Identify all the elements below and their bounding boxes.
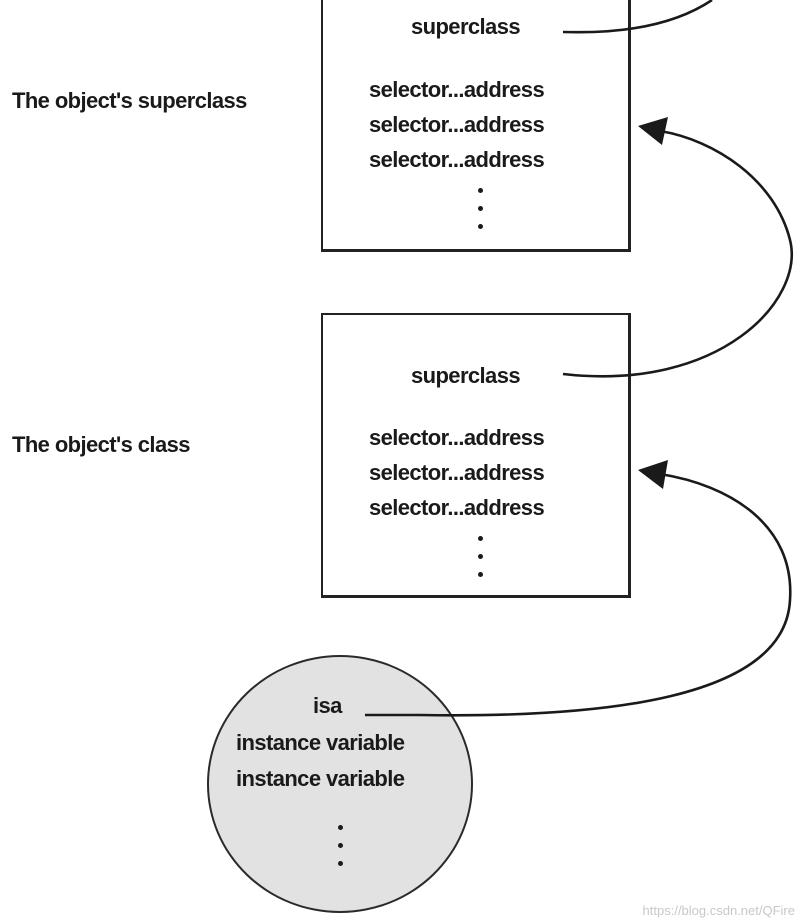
class-to-superclass-arrowhead <box>638 117 668 145</box>
isa-field: isa <box>313 693 342 718</box>
superclass-box-superclass-field: superclass <box>411 14 521 39</box>
isa-to-class-arrowhead <box>638 460 668 489</box>
superclass-box: superclass selector...address selector..… <box>321 0 631 252</box>
class-box-method-entry: selector...address <box>369 425 545 450</box>
superclass-box-method-entry: selector...address <box>369 77 545 102</box>
class-box-superclass-field: superclass <box>411 363 521 388</box>
class-box-ellipsis <box>478 536 484 590</box>
superclass-box-method-entry: selector...address <box>369 147 545 172</box>
class-box-method-entry: selector...address <box>369 460 545 485</box>
superclass-box-ellipsis <box>478 188 484 242</box>
watermark: https://blog.csdn.net/QFire <box>642 903 795 918</box>
instance-variable-field: instance variable <box>236 730 405 755</box>
instance-variable-field: instance variable <box>236 766 405 791</box>
class-box: superclass selector...address selector..… <box>321 313 631 598</box>
class-section-label: The object's class <box>12 432 190 457</box>
object-instance-circle: isa instance variable instance variable <box>207 655 473 913</box>
object-ellipsis <box>338 825 344 879</box>
superclass-box-method-entry: selector...address <box>369 112 545 137</box>
class-box-method-entry: selector...address <box>369 495 545 520</box>
superclass-section-label: The object's superclass <box>12 88 247 113</box>
